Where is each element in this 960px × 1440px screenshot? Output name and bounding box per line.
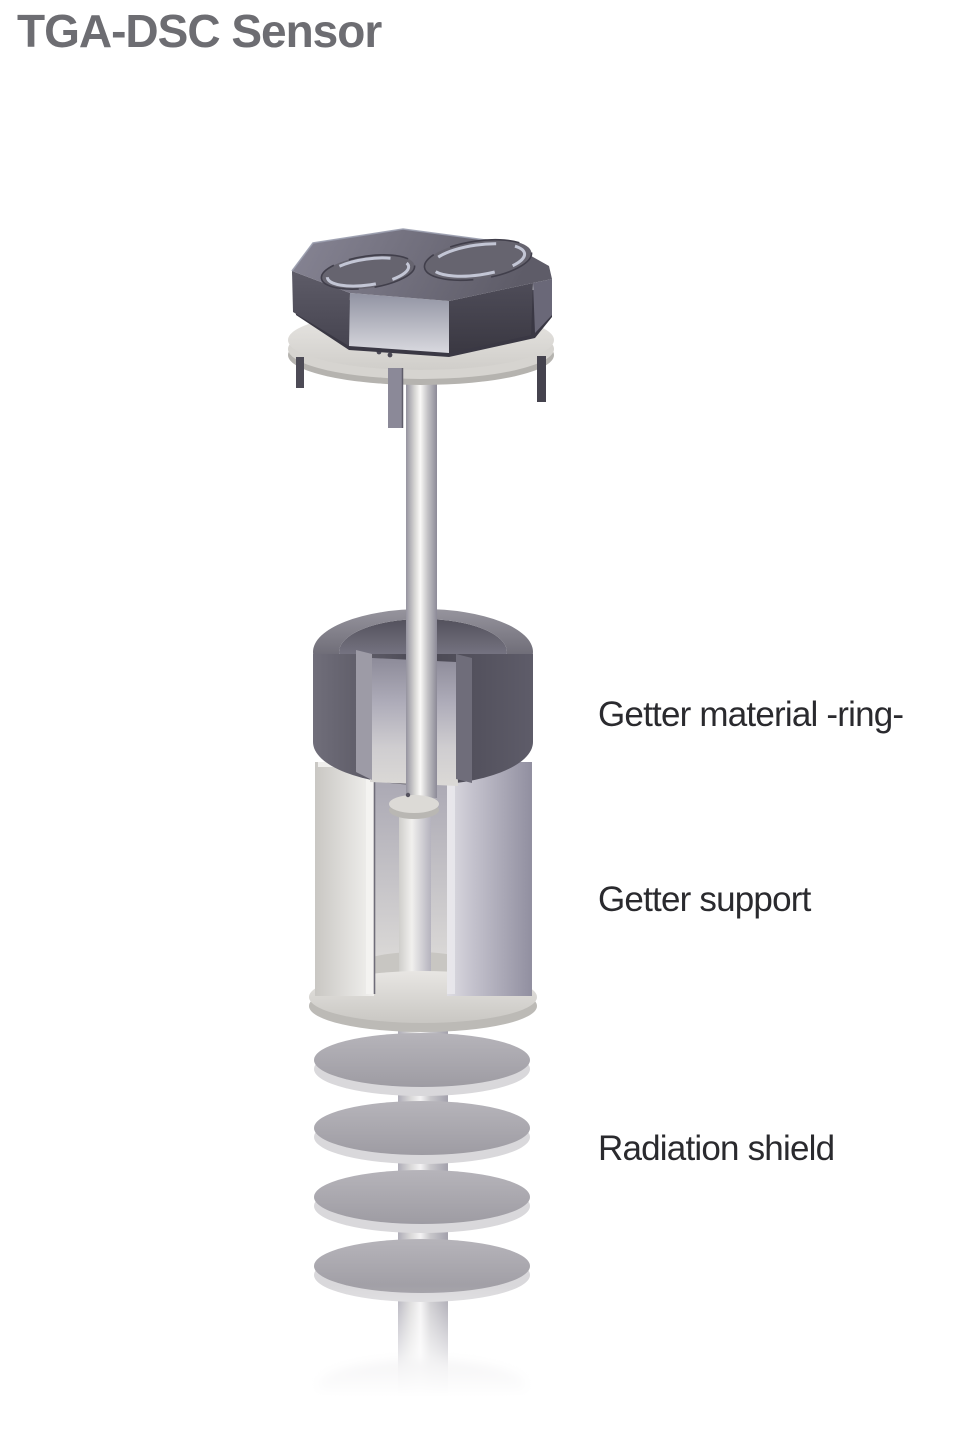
shield-disc [314,1170,530,1233]
crucible-recess-left [320,254,416,290]
page-title: TGA-DSC Sensor [17,5,382,57]
plate-screw-dot [387,352,393,358]
support-cut-face-left [366,762,375,994]
rod-tip-dot [405,792,411,798]
label-getter-support: Getter support [598,880,811,919]
inner-tube [399,808,431,974]
label-getter-material-ring: Getter material -ring- [598,695,904,734]
support-cut-face-right [447,762,455,994]
rod-seat-plate [389,795,439,813]
ring-cut-face-left [356,650,372,780]
sensor-head [291,228,552,357]
head-facet-front-left [349,293,449,353]
support-shell-right [447,762,532,996]
contact-pins [296,356,546,428]
head-facet-right [533,279,552,333]
head-facet-far-left [292,271,350,346]
label-radiation-shield: Radiation shield [598,1129,835,1168]
fade-out-overlay [285,1285,565,1440]
head-facet-front-right [449,283,533,353]
head-top-edge-highlight [291,228,509,272]
getter-support-cylinder [309,752,537,1032]
support-shell-left [315,762,374,996]
ring-cut-face-right [456,654,472,783]
shield-disc [314,1101,530,1164]
contact-pin [296,357,304,388]
shield-disc [314,1033,530,1096]
contact-pin [537,356,546,402]
contact-pin-flat [388,368,403,428]
crucible-recess-right [423,238,533,282]
hang-down-rod [389,336,439,819]
